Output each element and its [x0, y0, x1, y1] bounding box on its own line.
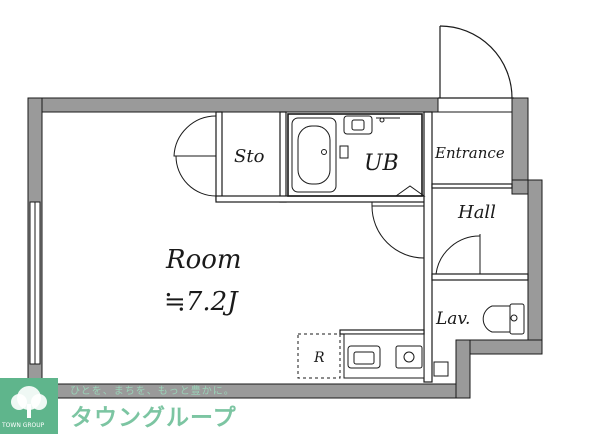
storage-label: Sto [234, 146, 265, 167]
entrance-door [438, 25, 514, 99]
meter-box [433, 361, 449, 377]
closet-door [173, 115, 217, 197]
refrigerator-label: R [313, 350, 325, 366]
company-logo: TOWN GROUP ひとを、まちを、もっと豊かに。 タウングループ [0, 378, 600, 434]
tree-icon [0, 378, 58, 434]
unit-bath [287, 113, 426, 197]
bath-door [371, 202, 425, 259]
kitchen [343, 333, 425, 379]
lavatory-door [435, 234, 481, 275]
hall-label: Hall [457, 202, 496, 223]
bath-label: UB [364, 151, 399, 176]
room-area-label: ≒7.2J [164, 287, 239, 317]
logo-tagline: ひとを、まちを、もっと豊かに。 [70, 386, 235, 397]
window [29, 201, 41, 365]
toilet [482, 303, 525, 335]
room-label: Room [165, 245, 242, 275]
interior-walls [215, 111, 529, 383]
logo-brand: タウングループ [70, 405, 237, 431]
logo-small-text: TOWN GROUP [2, 422, 45, 429]
entrance-area [431, 111, 513, 185]
entrance-label: Entrance [434, 144, 505, 162]
refrigerator-space [297, 333, 341, 379]
lavatory-label: Lav. [435, 309, 470, 329]
